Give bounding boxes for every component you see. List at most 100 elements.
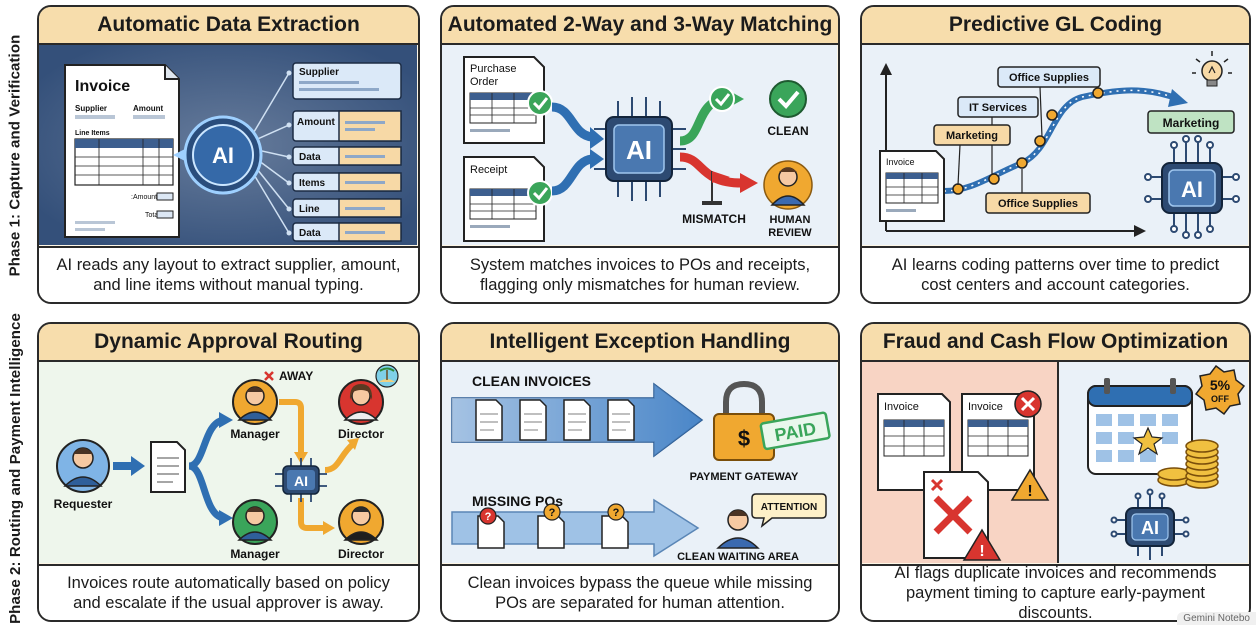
tag-office-supplies-top: Office Supplies	[997, 66, 1101, 88]
question-badge-icon: ?	[543, 503, 561, 521]
svg-text:Order: Order	[470, 76, 498, 88]
panel-title: Automatic Data Extraction	[39, 7, 418, 45]
svg-text:Office Supplies: Office Supplies	[1009, 72, 1089, 84]
panel-exception-handling: Intelligent Exception Handling CLEAN INV…	[440, 322, 840, 622]
warning-triangle-icon: !	[1010, 468, 1050, 501]
calendar-icon	[1087, 378, 1193, 475]
field-amount: Amount	[292, 110, 402, 142]
svg-text:OFF: OFF	[1211, 394, 1229, 404]
panel-caption: Invoices route automatically based on po…	[39, 564, 418, 620]
panel-illustration: Invoice Invoice	[862, 362, 1249, 564]
panel-illustration: CLEAN INVOICES $	[442, 362, 838, 564]
svg-text:?: ?	[549, 507, 556, 519]
mismatch-label: MISMATCH	[682, 212, 746, 226]
manager-bottom-label: Manager	[230, 547, 280, 561]
invoice-title: Invoice	[75, 78, 130, 95]
panel-fraud-cashflow: Fraud and Cash Flow Optimization Invoice…	[860, 322, 1251, 622]
field-supplier: Supplier	[292, 62, 402, 100]
away-x-icon	[264, 371, 274, 381]
ai-chip-icon: AI	[594, 97, 686, 201]
phase-2-text: Phase 2: Routing and Payment Intelligenc…	[6, 313, 24, 624]
warning-triangle-icon: !	[962, 528, 1002, 561]
phase-1-text: Phase 1: Capture and Verification	[6, 34, 24, 276]
gl-coding-illustration: Office Supplies IT Services Marketing Of…	[862, 45, 1248, 245]
fraud-illustration: Invoice Invoice	[862, 362, 1248, 563]
svg-text:?: ?	[485, 511, 492, 523]
panel-title: Predictive GL Coding	[862, 7, 1249, 45]
svg-text:AI: AI	[626, 135, 652, 165]
panel-caption: Clean invoices bypass the queue while mi…	[442, 564, 838, 620]
discount-badge: 5% OFF	[1194, 364, 1246, 416]
flagged-document-icon	[923, 471, 989, 559]
svg-text:Invoice: Invoice	[968, 401, 1003, 413]
duplicate-x-icon	[1014, 390, 1042, 418]
svg-text:Data: Data	[299, 228, 321, 239]
panel-illustration: Requester Manager	[39, 362, 418, 564]
payment-gateway-label: PAYMENT GATEWAY	[690, 471, 799, 483]
field-data-1: Data	[292, 146, 402, 166]
panel-approval-routing: Dynamic Approval Routing Requester	[37, 322, 420, 622]
panel-title: Intelligent Exception Handling	[442, 324, 838, 362]
invoice-line-items-label: Line Items	[75, 130, 110, 137]
human-reviewer-icon	[763, 160, 813, 210]
tag-office-supplies-bottom: Office Supplies	[985, 192, 1091, 214]
watermark-label: Gemini Notebo	[1177, 612, 1256, 625]
manager-top-label: Manager	[230, 427, 280, 441]
island-vacation-icon	[375, 364, 399, 388]
padlock-icon: $	[713, 380, 775, 461]
invoice-document-icon: Invoice Supplier Amount Line Items :Amou…	[64, 64, 180, 238]
svg-text:Amount: Amount	[297, 117, 335, 128]
panel-illustration: Office Supplies IT Services Marketing Of…	[862, 45, 1249, 246]
panel-title: Dynamic Approval Routing	[39, 324, 418, 362]
director-avatar-icon	[338, 379, 384, 425]
ai-label: AI	[212, 143, 234, 168]
invoice-amount-row: :Amount:	[131, 194, 159, 201]
panel-title: Automated 2-Way and 3-Way Matching	[442, 7, 838, 45]
director-avatar-icon	[338, 499, 384, 545]
purchase-order-document-icon: Purchase Order	[463, 56, 545, 144]
svg-text:IT Services: IT Services	[969, 102, 1027, 114]
phase-2-label: Phase 2: Routing and Payment Intelligenc…	[0, 312, 30, 625]
question-badge-icon: ?	[607, 503, 625, 521]
svg-text:Data: Data	[299, 152, 321, 163]
away-label: AWAY	[279, 369, 313, 383]
panel-illustration: Purchase Order Receipt	[442, 45, 838, 246]
coin-stack-icon	[1157, 439, 1219, 489]
ai-chip-icon: AI	[275, 458, 327, 502]
panel-matching: Automated 2-Way and 3-Way Matching Purch…	[440, 5, 840, 304]
panel-caption: AI flags duplicate invoices and recommen…	[862, 564, 1249, 620]
field-items: Items	[292, 172, 402, 192]
svg-text:5%: 5%	[1210, 377, 1231, 393]
question-badge-icon: ?	[479, 507, 497, 525]
ai-brain-icon: AI	[173, 115, 263, 195]
manager-avatar-icon	[232, 379, 278, 425]
field-line: Line	[292, 198, 402, 218]
svg-text:Line: Line	[299, 204, 320, 215]
svg-text:!: !	[1027, 483, 1032, 500]
requester-avatar-icon	[56, 439, 110, 493]
tag-marketing: Marketing	[933, 124, 1011, 146]
director-bottom-label: Director	[338, 547, 384, 561]
clean-invoice-docs	[475, 399, 635, 441]
waiting-person-icon	[716, 509, 760, 549]
lightbulb-icon	[1192, 51, 1232, 87]
clean-invoices-label: CLEAN INVOICES	[472, 373, 591, 389]
panel-caption: System matches invoices to POs and recei…	[442, 246, 838, 302]
svg-text:Office Supplies: Office Supplies	[998, 198, 1078, 210]
svg-text:Invoice: Invoice	[886, 157, 915, 167]
receipt-document-icon: Receipt	[463, 156, 545, 242]
panel-caption: AI reads any layout to extract supplier,…	[39, 246, 418, 302]
svg-text:Marketing: Marketing	[946, 130, 998, 142]
svg-text:Supplier: Supplier	[299, 67, 339, 78]
panel-illustration: Invoice Supplier Amount Line Items :Amou…	[39, 45, 418, 246]
svg-text:$: $	[738, 426, 750, 451]
requester-label: Requester	[54, 497, 113, 511]
missing-pos-label: MISSING POs	[472, 493, 563, 509]
director-top-label: Director	[338, 427, 384, 441]
phase-1-label: Phase 1: Capture and Verification	[0, 0, 30, 310]
clean-label: CLEAN	[767, 124, 808, 138]
panel-gl-coding: Predictive GL Coding	[860, 5, 1251, 304]
field-data-2: Data	[292, 222, 402, 242]
svg-text:AI: AI	[1141, 518, 1159, 538]
waiting-area-label: CLEAN WAITING AREA	[677, 551, 799, 563]
